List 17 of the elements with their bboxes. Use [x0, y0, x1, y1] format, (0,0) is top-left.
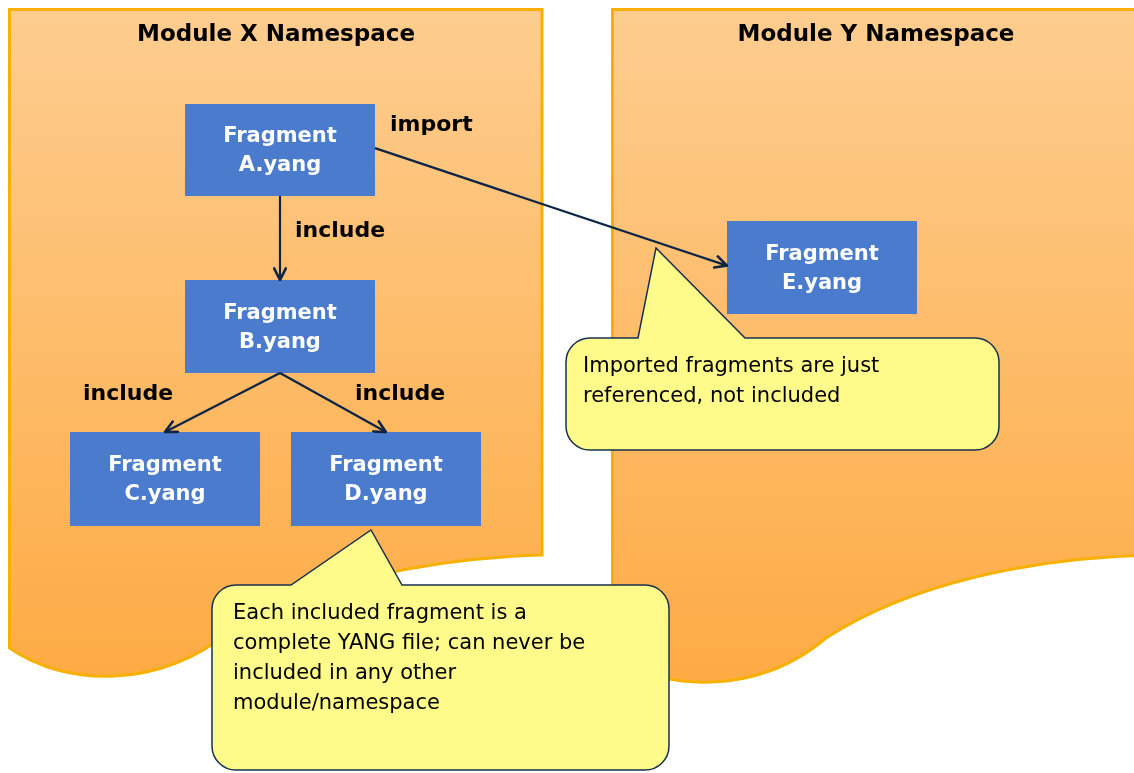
callout-text: Each included fragment is a complete YANG file; can never be included in any other module/namespace — [233, 599, 587, 716]
edge-label: include — [355, 380, 446, 405]
namespace-title: Module X Namespace — [136, 20, 416, 46]
fragment-box: Fragment B.yang — [185, 280, 375, 373]
edge-label: include — [83, 380, 174, 405]
fragment-box: Fragment E.yang — [727, 221, 917, 314]
arrow — [163, 372, 281, 434]
edge-label: import — [390, 111, 473, 136]
arrow — [374, 147, 729, 269]
callout-text: Imported fragments are just referenced, not included — [583, 352, 881, 409]
arrow — [272, 196, 288, 282]
fragment-box: Fragment C.yang — [70, 432, 260, 526]
namespace-title: Module Y Namespace — [736, 20, 1016, 46]
fragment-box: Fragment D.yang — [291, 432, 481, 526]
fragment-box: Fragment A.yang — [185, 104, 375, 196]
arrow — [279, 372, 388, 434]
edge-label: include — [295, 217, 386, 242]
